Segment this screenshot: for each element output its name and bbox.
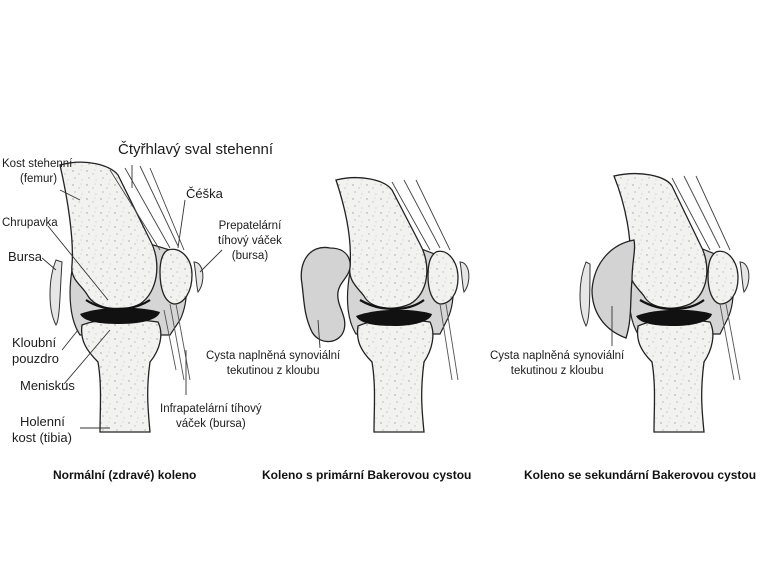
label-prepatellar-line2: tíhový váček xyxy=(218,235,282,247)
label-infrapatellar: Infrapatelární tíhový váček (bursa) xyxy=(160,402,262,432)
label-tibia: Holenní kost (tibia) xyxy=(12,414,72,446)
articular-cartilage xyxy=(85,299,151,310)
label-cartilage: Chrupavka xyxy=(2,217,58,229)
label-femur-line1: Kost stehenní xyxy=(2,158,73,170)
quadriceps-muscle xyxy=(109,165,185,251)
tibia-bone xyxy=(80,318,162,433)
pointer-line xyxy=(317,319,321,349)
label-cyst-secondary-line1: Cysta naplněná synoviální xyxy=(490,350,625,362)
pointer-lines xyxy=(41,165,223,429)
meniscus xyxy=(80,307,160,324)
tibia-bone xyxy=(356,318,434,433)
patella-bone xyxy=(707,250,739,305)
label-tibia-line2: kost (tibia) xyxy=(12,430,72,445)
label-cyst-primary-line2: tekutinou z kloubu xyxy=(226,365,320,377)
patellar-ligament xyxy=(439,303,459,381)
articular-cartilage xyxy=(359,299,425,310)
label-quadriceps: Čtyřhlavý sval stehenní xyxy=(118,141,274,158)
meniscus xyxy=(636,309,712,326)
label-cyst-primary: Cysta naplněná synoviální tekutinou z kl… xyxy=(206,349,340,379)
tibia-bone xyxy=(636,318,714,433)
patellar-ligament xyxy=(163,303,191,381)
quadriceps-muscle xyxy=(671,175,731,251)
label-infrapatellar-line2: váček (bursa) xyxy=(175,418,246,430)
knee-primary-cyst xyxy=(300,176,470,433)
label-femur-line2: (femur) xyxy=(20,173,58,185)
label-meniscus: Meniskus xyxy=(20,378,75,393)
caption-secondary: Koleno se sekundární Bakerovou cystou xyxy=(524,468,757,482)
label-capsule-line1: Kloubní xyxy=(12,335,57,350)
baker-cyst xyxy=(300,246,351,343)
baker-cyst xyxy=(591,239,636,339)
meniscus xyxy=(356,309,432,326)
label-prepatellar: Prepatelární tíhový váček (bursa) xyxy=(218,219,282,264)
knee-normal xyxy=(41,161,223,433)
caption-primary: Koleno s primární Bakerovou cystou xyxy=(262,468,472,482)
label-prepatellar-line1: Prepatelární xyxy=(218,220,282,232)
caption-normal: Normální (zdravé) koleno xyxy=(53,468,197,482)
label-femur: Kost stehenní (femur) xyxy=(2,157,72,187)
patella-bone xyxy=(159,248,193,305)
posterior-bursa xyxy=(49,259,63,326)
label-tibia-line1: Holenní xyxy=(20,414,65,429)
posterior-bursa xyxy=(579,261,591,327)
label-infrapatellar-line1: Infrapatelární tíhový xyxy=(160,403,262,415)
articular-cartilage xyxy=(639,299,705,310)
label-patella: Čéška xyxy=(186,186,223,201)
prepatellar-bursa xyxy=(459,261,470,294)
patellar-ligament xyxy=(719,303,741,381)
knee-secondary-cyst xyxy=(579,173,750,433)
patella-bone xyxy=(427,250,459,305)
label-bursa: Bursa xyxy=(8,249,42,264)
label-capsule: Kloubní pouzdro xyxy=(12,335,59,367)
label-cyst-secondary-line2: tekutinou z kloubu xyxy=(510,365,604,377)
label-prepatellar-line3: (bursa) xyxy=(231,250,269,262)
prepatellar-bursa xyxy=(193,261,204,294)
label-capsule-line2: pouzdro xyxy=(12,351,59,366)
quadriceps-muscle xyxy=(391,179,451,251)
prepatellar-bursa xyxy=(739,261,750,294)
label-cyst-primary-line1: Cysta naplněná synoviální xyxy=(206,350,341,362)
label-cyst-secondary: Cysta naplněná synoviální tekutinou z kl… xyxy=(490,349,624,379)
